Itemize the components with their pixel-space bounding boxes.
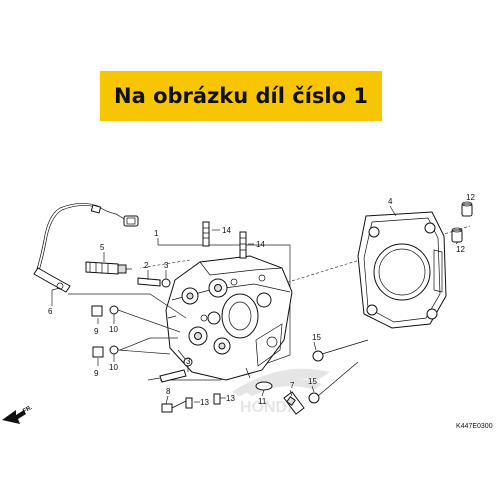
callout-10: 10 (109, 325, 118, 334)
callout-6: 6 (48, 307, 53, 316)
o-ring (255, 381, 273, 391)
cylinder-head (165, 255, 293, 381)
callout-12: 12 (466, 193, 475, 202)
callout-4: 4 (388, 197, 393, 206)
diagram-code: K447E0300 (456, 423, 493, 430)
callout-5: 5 (100, 243, 105, 252)
temperature-sensor (283, 391, 305, 415)
front-direction-arrow: FR. (2, 405, 34, 424)
cylinder-head-gasket (357, 211, 447, 329)
spark-plug (85, 261, 132, 275)
part-number-banner: Na obrázku díl číslo 1 (100, 71, 382, 121)
honda-wing-watermark: HONDA (232, 368, 330, 416)
callout-15b: 15 (308, 377, 317, 386)
leader-lines (51, 205, 466, 405)
callout-3b: 3 (186, 357, 191, 366)
alignment-line (139, 259, 191, 269)
callout-8: 8 (166, 387, 171, 396)
nuts-and-washers (91, 305, 119, 358)
callout-13: 13 (200, 398, 209, 407)
callout-2: 2 (144, 261, 149, 270)
callout-13b: 13 (226, 394, 235, 403)
callout-7: 7 (290, 381, 295, 390)
dowel-pins (451, 201, 473, 243)
long-bolts-15 (308, 339, 369, 404)
stud-upper (137, 277, 171, 288)
flange-bolt-8 (161, 399, 189, 413)
stud-bolts-14 (202, 221, 247, 259)
callout-9b: 9 (94, 369, 99, 378)
callout-9: 9 (94, 327, 99, 336)
dowels-13 (185, 393, 221, 409)
watermark-text: HONDA (240, 399, 299, 416)
callout-15: 15 (312, 333, 321, 342)
callout-14: 14 (222, 226, 231, 235)
callout-11: 11 (258, 397, 267, 406)
callout-1: 1 (154, 229, 159, 238)
callout-14b: 14 (256, 240, 265, 249)
callout-3: 3 (164, 261, 169, 270)
oxygen-sensor-harness (33, 203, 139, 293)
direction-label: FR. (22, 405, 34, 415)
callout-10b: 10 (109, 363, 118, 372)
callout-12b: 12 (456, 245, 465, 254)
banner-text: Na obrázku díl číslo 1 (114, 84, 368, 108)
